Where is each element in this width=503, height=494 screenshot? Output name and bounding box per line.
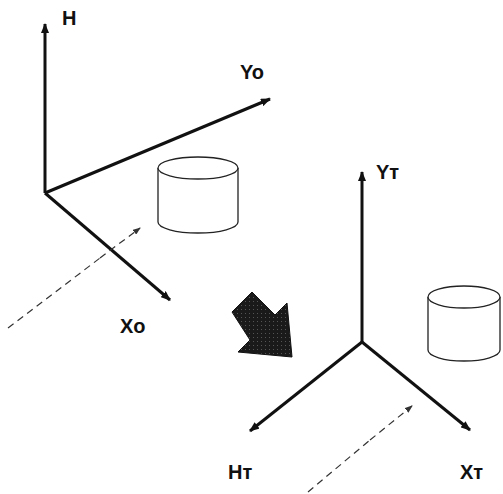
original-frame	[45, 24, 270, 300]
cylinder	[158, 157, 238, 233]
view-direction	[100, 228, 140, 258]
axis-label: H	[62, 8, 76, 28]
view-direction	[370, 406, 412, 440]
axis-label: Xт	[460, 462, 483, 482]
axis-label: Hт	[228, 462, 252, 482]
axis-label: Xo	[120, 316, 146, 336]
axis-label: Yo	[240, 62, 264, 82]
cylinder	[428, 286, 500, 361]
axis-label: Yт	[376, 162, 399, 182]
view-direction	[308, 440, 370, 492]
view-direction	[8, 258, 100, 328]
transform-arrow	[232, 292, 292, 357]
